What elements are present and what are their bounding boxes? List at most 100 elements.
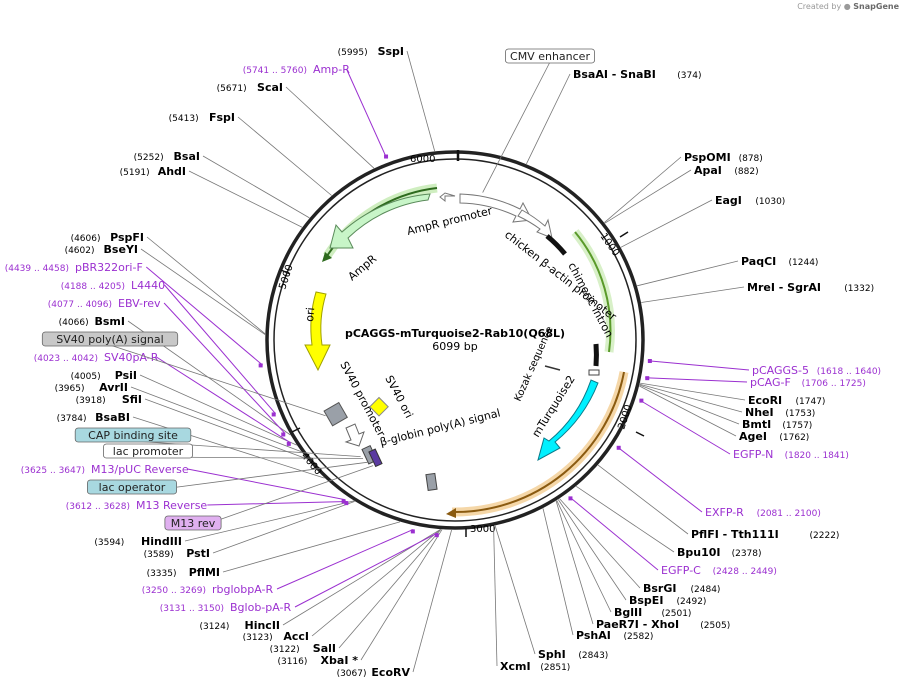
sv40-ori-box bbox=[369, 396, 389, 417]
intron-arc bbox=[574, 231, 612, 353]
primer-site-amp-r bbox=[384, 154, 389, 159]
ampr-promoter-arrow bbox=[439, 192, 456, 203]
enzyme-name-pflfi-tth111i: PflFI - Tth111I bbox=[691, 528, 779, 541]
enzyme-name-bsai: BsaI bbox=[174, 150, 200, 163]
tick-mark-5000 bbox=[280, 269, 291, 275]
enzyme-leader-bpu10i bbox=[575, 485, 675, 553]
enzyme-name-xcmi: XcmI bbox=[500, 660, 531, 673]
enzyme-position-xbai: (3116) bbox=[277, 657, 307, 667]
enzyme-name-bsmi: BsmI bbox=[95, 315, 126, 328]
label-ori: ori bbox=[303, 307, 317, 322]
primer-leader-ebv-rev bbox=[163, 302, 286, 434]
primer-range-m13-puc-reverse: (3625 .. 3647) bbox=[21, 466, 85, 476]
ori-feature-arrow bbox=[304, 291, 331, 372]
enzyme-leader-nhei bbox=[639, 383, 743, 413]
enzyme-name-sfii: SfiI bbox=[122, 393, 142, 406]
enzyme-leader-sali bbox=[338, 529, 442, 649]
enzyme-leader-ecorv bbox=[412, 529, 452, 673]
enzyme-leader-bseyi bbox=[140, 248, 266, 335]
enzyme-name-nhei: NheI bbox=[745, 406, 774, 419]
scale-tick-2000: 2000 bbox=[616, 403, 634, 431]
enzyme-position-pflfi-tth111i: (2222) bbox=[810, 531, 840, 541]
primer-site-rbglobpa-r bbox=[410, 529, 415, 534]
primer-range-amp-r: (5741 .. 5760) bbox=[243, 66, 307, 76]
primer-leader-pcaggs-5 bbox=[647, 360, 750, 371]
feature-label-cap-binding-site: CAP binding site bbox=[88, 429, 178, 442]
enzyme-name-bmti: BmtI bbox=[742, 418, 771, 431]
enzyme-position-scai: (5671) bbox=[217, 84, 247, 94]
enzyme-name-bseyi: BseYI bbox=[104, 243, 138, 256]
enzyme-position-mrei-sgrai: (1332) bbox=[844, 284, 874, 294]
enzyme-position-bsabi: (3784) bbox=[57, 414, 87, 424]
enzyme-position-bsrgi: (2484) bbox=[691, 585, 721, 595]
primer-leader-sv40pa-r bbox=[156, 356, 291, 444]
enzyme-name-sphi: SphI bbox=[538, 648, 566, 661]
enzyme-position-ecori: (1747) bbox=[796, 397, 826, 407]
enzyme-position-acci: (3123) bbox=[243, 633, 273, 643]
enzyme-position-psti: (3589) bbox=[144, 550, 174, 560]
backbone-outer-ring bbox=[265, 150, 645, 530]
snapgene-logo-icon: ● bbox=[843, 2, 851, 11]
feature-box-sv40-poly-a-signal bbox=[41, 331, 179, 347]
feature-label-cmv-enhancer: CMV enhancer bbox=[510, 50, 590, 63]
enzyme-name-pflmi: PflMI bbox=[189, 566, 220, 579]
primer-name-egfp-c: EGFP-C bbox=[661, 564, 701, 577]
branding-app: SnapGene bbox=[853, 2, 899, 11]
insert-arc-arrowhead bbox=[446, 508, 456, 518]
enzyme-leader-bsaai-snabi bbox=[526, 73, 571, 165]
enzyme-position-bspei: (2492) bbox=[677, 597, 707, 607]
primer-name-m13-reverse: M13 Reverse bbox=[136, 499, 207, 512]
enzyme-leader-agei bbox=[639, 385, 737, 437]
enzyme-leader-bsai bbox=[202, 155, 310, 219]
enzyme-name-scai: ScaI bbox=[257, 81, 283, 94]
enzyme-position-eagi: (1030) bbox=[755, 197, 785, 207]
feature-leader-cmv-enhancer bbox=[482, 61, 551, 193]
enzyme-leader-paqci bbox=[637, 260, 739, 287]
enzyme-leader-xbai bbox=[360, 529, 443, 661]
enzyme-name-psii: PsiI bbox=[115, 369, 137, 382]
enzyme-leader-acci bbox=[311, 529, 441, 637]
enzyme-leader-fspi bbox=[237, 116, 332, 196]
snapgene-branding: Created by ● SnapGene bbox=[797, 2, 899, 11]
enzyme-name-avrii: AvrII bbox=[99, 381, 128, 394]
enzyme-leader-hindiii bbox=[184, 500, 355, 542]
label-ampr-promoter: AmpR promoter bbox=[406, 204, 494, 238]
enzyme-leader-pshai bbox=[542, 508, 574, 636]
enzyme-position-sfii: (3918) bbox=[76, 396, 106, 406]
enzyme-leader-sfii bbox=[144, 398, 307, 460]
primer-name-exfp-r: EXFP-R bbox=[705, 506, 744, 519]
primer-range-pcag-f: (1706 .. 1725) bbox=[802, 379, 866, 389]
enzyme-leader-pflmi bbox=[222, 521, 401, 573]
primer-range-egfp-c: (2428 .. 2449) bbox=[713, 567, 777, 577]
primer-site-l4440 bbox=[271, 412, 276, 417]
ampr-arc-arrowhead bbox=[322, 252, 332, 262]
enzyme-name-ecorv: EcoRV bbox=[371, 666, 410, 679]
enzyme-position-psii: (4005) bbox=[71, 372, 101, 382]
beta-globin-polya-box bbox=[425, 472, 438, 492]
enzyme-leader-pspomi bbox=[604, 156, 682, 223]
enzyme-position-bsaai-snabi: (374) bbox=[677, 71, 701, 81]
label-beta-globin-polya: β-globin poly(A) signal bbox=[379, 406, 502, 449]
enzyme-position-hindiii: (3594) bbox=[94, 538, 124, 548]
feature-leader-cap-binding-site bbox=[132, 440, 361, 457]
enzyme-leader-ahdi bbox=[188, 170, 303, 228]
enzyme-name-apai: ApaI bbox=[694, 164, 722, 177]
label-ampr: AmpR bbox=[346, 252, 380, 283]
enzyme-leader-paer7i-xhoi bbox=[555, 500, 594, 625]
primer-site-bglob-pa-r bbox=[434, 533, 439, 538]
primer-leader-bglob-pa-r bbox=[294, 532, 438, 608]
enzyme-name-eagi: EagI bbox=[715, 194, 742, 207]
enzyme-position-bglii: (2501) bbox=[662, 609, 692, 619]
enzyme-leader-pflfi-tth111i bbox=[597, 464, 689, 535]
enzyme-leader-psii bbox=[139, 374, 297, 446]
enzyme-position-paqci: (1244) bbox=[789, 258, 819, 268]
enzyme-name-bsabi: BsaBI bbox=[95, 411, 130, 424]
enzyme-leader-apai bbox=[604, 169, 692, 224]
enzyme-position-avrii: (3965) bbox=[55, 384, 85, 394]
branding-created-by: Created by bbox=[797, 2, 842, 11]
primer-range-pcaggs-5: (1618 .. 1640) bbox=[817, 367, 881, 377]
scale-tick-6000: 6000 bbox=[410, 154, 435, 165]
primer-leader-m13-puc-reverse bbox=[187, 468, 345, 501]
tick-mark-4000 bbox=[291, 427, 301, 433]
enzyme-position-bsmi: (4066) bbox=[59, 318, 89, 328]
